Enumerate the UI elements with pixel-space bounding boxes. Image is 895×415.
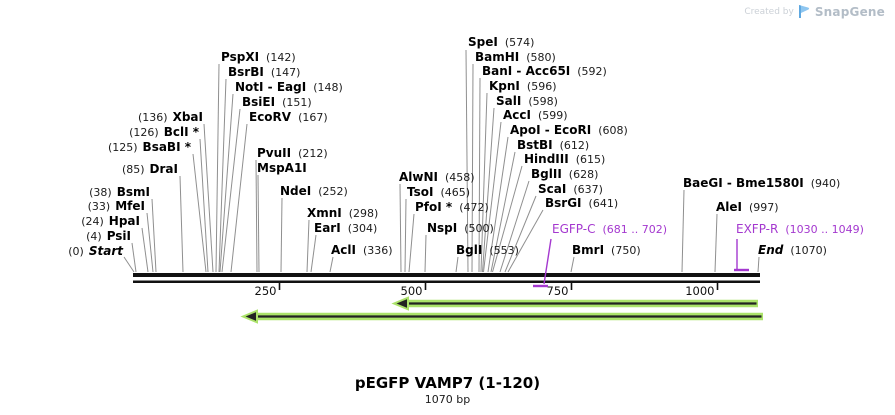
ruler-tick-label: 250 [255, 284, 277, 298]
site-label-alei: AleI(997) [716, 200, 779, 214]
watermark: Created by SnapGene [744, 4, 885, 19]
ruler-tick-label: 500 [401, 284, 423, 298]
ruler-tick-label: 750 [547, 284, 569, 298]
site-label-bsrgi: BsrGI(641) [545, 196, 619, 210]
site-label-bsmi: (38)BsmI [89, 185, 150, 199]
ruler-tick-label: 1000 [685, 284, 714, 298]
plasmid-length: 1070 bp [424, 393, 471, 406]
site-label-bsabi: (125)BsaBI * [107, 140, 191, 154]
site-label-end: End(1070) [758, 243, 827, 257]
site-label-drai: (85)DraI [121, 162, 178, 176]
site-label-ndei: NdeI(252) [280, 184, 348, 198]
site-label-bsrbi: BsrBI(147) [228, 65, 301, 79]
site-label-pvuii: PvuII(212) [257, 146, 328, 160]
site-label-psii: (4)PsiI [86, 229, 131, 243]
watermark-created-by: Created by [744, 6, 794, 17]
site-label-bcli: (126)BclI * [129, 125, 199, 139]
site-callout-lines [123, 49, 760, 273]
primer-label-egfp-c: EGFP-C(681 .. 702) [552, 222, 668, 236]
site-label-spei: SpeI(574) [468, 35, 535, 49]
site-label-bamhi: BamHI(580) [475, 50, 556, 64]
site-label-mfei: (33)MfeI [87, 199, 145, 213]
site-label-baegi-bme1580i: BaeGI - Bme1580I(940) [683, 176, 841, 190]
site-label-bstbi: BstBI(612) [517, 138, 590, 152]
feature-arrows [240, 296, 763, 324]
primer-label-exfp-r: EXFP-R(1030 .. 1049) [736, 222, 864, 236]
site-label-bgli: BglI(553) [456, 243, 519, 257]
site-label-nspi: NspI(500) [427, 221, 494, 235]
site-label-tsoi: TsoI(465) [407, 185, 471, 199]
snapgene-logo-icon [798, 5, 809, 18]
site-label-start: (0)Start [68, 244, 123, 258]
site-label-xbai: (136)XbaI [138, 110, 203, 124]
watermark-brand: SnapGene [814, 4, 885, 19]
site-label-eari: EarI(304) [314, 221, 378, 235]
primer-glyphs [533, 238, 749, 288]
site-label-acli: AclI(336) [331, 243, 393, 257]
site-label-bmri: BmrI(750) [572, 243, 641, 257]
site-label-alwni: AlwNI(458) [399, 170, 475, 184]
site-label-bglii: BglII(628) [531, 167, 599, 181]
ruler: 250 500 750 1000 [255, 283, 719, 298]
site-label-acci: AccI(599) [503, 108, 568, 122]
site-label-bsiei: BsiEI(151) [242, 95, 312, 109]
site-label-xmni: XmnI(298) [307, 206, 379, 220]
site-label-mspa1i: MspA1I [257, 161, 307, 175]
sequence-bar [133, 273, 760, 283]
site-label-bani-acc65i: BanI - Acc65I(592) [482, 64, 607, 78]
site-label-scai: ScaI(637) [538, 182, 603, 196]
site-label-apoi-ecori: ApoI - EcoRI(608) [510, 123, 628, 137]
site-label-pspxi: PspXI(142) [221, 50, 296, 64]
site-label-hpai: (24)HpaI [81, 214, 140, 228]
site-label-ecorv: EcoRV(167) [249, 110, 328, 124]
site-label-pfoi: PfoI *(472) [415, 200, 489, 214]
site-label-noti-eagi: NotI - EagI(148) [235, 80, 343, 94]
plasmid-title: pEGFP VAMP7 (1-120) [354, 374, 541, 392]
site-label-sali: SalI(598) [496, 94, 558, 108]
site-label-kpni: KpnI(596) [489, 79, 557, 93]
site-label-hindiii: HindIII(615) [524, 152, 606, 166]
